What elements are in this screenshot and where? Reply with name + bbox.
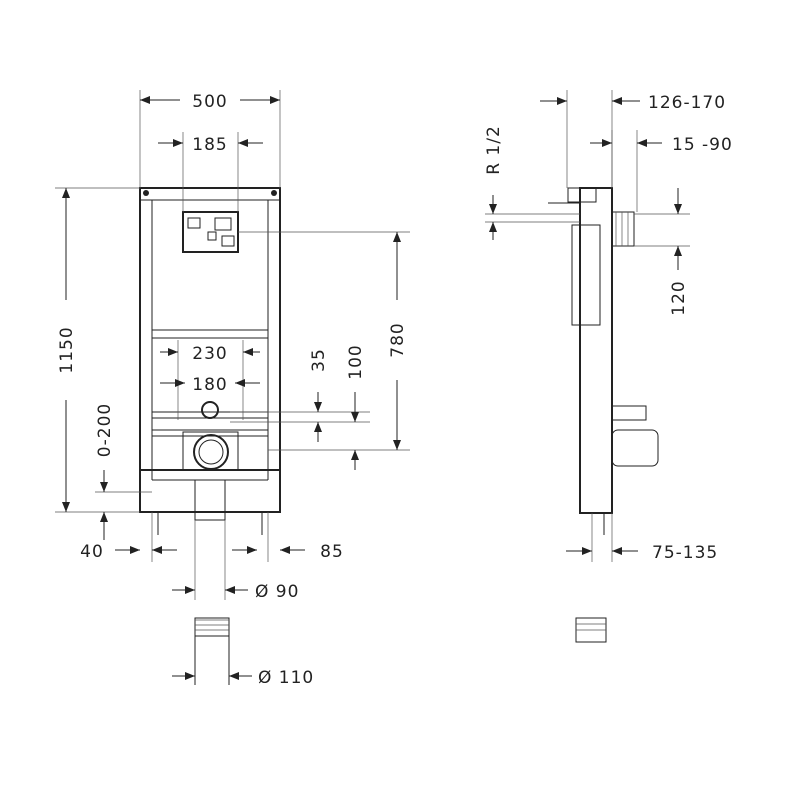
dim-plate-width: 185 [192, 135, 227, 155]
dim-offset: 15 -90 [672, 135, 733, 155]
dim-depth: 126-170 [648, 93, 726, 113]
dim-120: 120 [669, 280, 689, 315]
side-view [548, 187, 659, 643]
dim-thread: R 1/2 [484, 125, 504, 175]
dim-pipe-90: Ø 90 [255, 582, 299, 602]
dim-180: 180 [192, 375, 227, 395]
dim-pipe-110: Ø 110 [258, 668, 314, 688]
dim-foot-depth: 75-135 [652, 543, 718, 563]
dim-780: 780 [388, 322, 408, 357]
dim-100: 100 [346, 344, 366, 379]
dim-foot-left: 40 [80, 542, 104, 562]
front-view [139, 187, 281, 685]
dim-foot-right: 85 [320, 542, 344, 562]
dim-35: 35 [309, 348, 329, 372]
dim-height: 1150 [57, 326, 77, 373]
side-dimensions: 126-170 15 -90 R 1/2 120 75-135 [484, 90, 733, 563]
front-dimensions: 500 185 1150 780 230 180 35 100 0-200 40… [55, 90, 410, 688]
dim-adjust-range: 0-200 [95, 403, 115, 457]
dim-width: 500 [192, 92, 227, 112]
dim-230: 230 [192, 344, 227, 364]
